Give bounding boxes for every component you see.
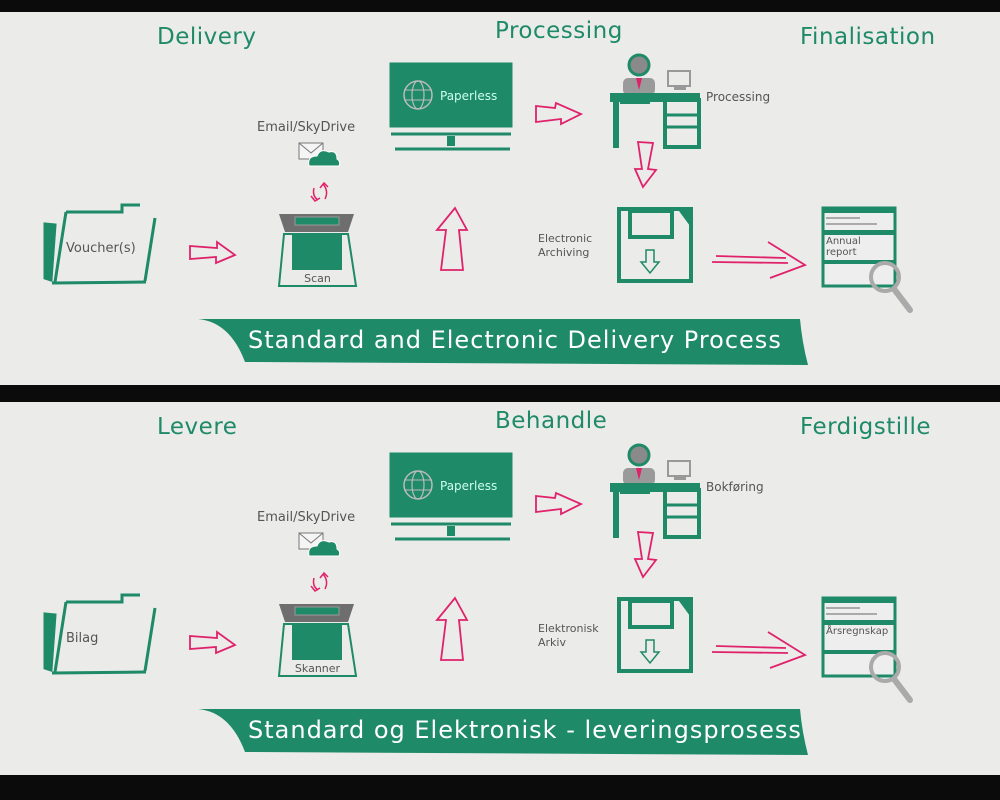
heading-processing: Behandle — [495, 408, 608, 434]
archive-label: Elektronisk Arkiv — [538, 622, 599, 649]
scanner-label: Scan — [304, 272, 331, 285]
scanner-icon — [277, 604, 358, 677]
heading-processing: Processing — [495, 18, 623, 44]
arrow-up-icon — [435, 206, 469, 271]
monitor-icon — [389, 452, 513, 541]
diagram-panel-0: Delivery Processing Finalisation Email/S… — [0, 12, 1000, 385]
banner-title: Standard og Elektronisk - leveringsprose… — [248, 716, 802, 744]
banner-shape — [198, 319, 808, 365]
email-skydrive-label: Email/SkyDrive — [257, 510, 356, 525]
heading-finalisation: Finalisation — [800, 24, 936, 50]
cloud-icon — [308, 540, 341, 557]
scanner-icon — [277, 214, 358, 287]
arrow-right-icon — [189, 630, 237, 655]
email-skydrive-label: Email/SkyDrive — [257, 120, 356, 135]
report-label: Annual report — [826, 236, 861, 258]
cloud-icon — [308, 150, 341, 167]
archive-label: Electronic Archiving — [538, 232, 593, 259]
sync-arrows-icon — [310, 571, 329, 592]
heading-delivery: Delivery — [157, 24, 257, 50]
report-document-icon — [821, 206, 897, 288]
magnifier-icon — [869, 261, 913, 313]
folder-label: Bilag — [66, 631, 99, 646]
arrow-down-icon — [633, 141, 658, 189]
heading-finalisation: Ferdigstille — [800, 414, 932, 440]
sync-arrows-icon — [310, 181, 329, 202]
report-label: Årsregnskap — [826, 626, 889, 637]
floppy-disk-icon — [617, 207, 693, 283]
floppy-disk-icon — [617, 597, 693, 673]
diagram-panel-1: Levere Behandle Ferdigstille Email/SkyDr… — [0, 402, 1000, 775]
long-arrow-icon — [711, 631, 808, 669]
arrow-right-icon — [535, 101, 584, 126]
arrow-right-icon — [535, 491, 584, 516]
folder-label: Voucher(s) — [66, 241, 136, 256]
folder-icon — [43, 203, 157, 285]
desk-label: Bokføring — [706, 480, 764, 494]
monitor-icon — [389, 62, 513, 151]
scanner-label: Skanner — [294, 662, 341, 675]
report-document-icon — [821, 596, 897, 678]
folder-icon — [43, 593, 157, 675]
banner-title: Standard and Electronic Delivery Process — [248, 326, 782, 354]
desk-label: Processing — [706, 90, 771, 104]
long-arrow-icon — [711, 241, 808, 279]
arrow-right-icon — [189, 240, 237, 265]
person-at-desk-icon — [610, 443, 701, 539]
heading-delivery: Levere — [157, 414, 238, 440]
arrow-up-icon — [435, 596, 469, 661]
monitor-label: Paperless — [440, 89, 498, 103]
monitor-label: Paperless — [440, 479, 498, 493]
person-at-desk-icon — [610, 53, 701, 149]
magnifier-icon — [869, 651, 913, 703]
arrow-down-icon — [633, 531, 658, 579]
banner-shape — [198, 709, 808, 755]
